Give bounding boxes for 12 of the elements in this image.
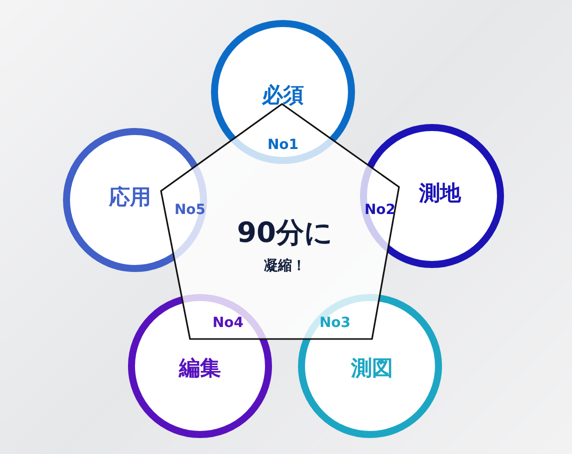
circle-title: 測図 — [351, 355, 393, 382]
number-label: No4 — [212, 315, 244, 331]
circle-title: 測地 — [419, 180, 461, 207]
number-label: No1 — [267, 137, 299, 153]
number-label: No3 — [319, 315, 351, 331]
center-heading: 90分に — [237, 215, 333, 251]
number-label: No5 — [174, 202, 206, 218]
number-label: No2 — [364, 202, 396, 218]
circle-title: 必須 — [262, 82, 304, 109]
center-subtext: 凝縮！ — [264, 257, 306, 275]
circle-title: 編集 — [179, 355, 221, 382]
circle-title: 応用 — [109, 184, 151, 211]
